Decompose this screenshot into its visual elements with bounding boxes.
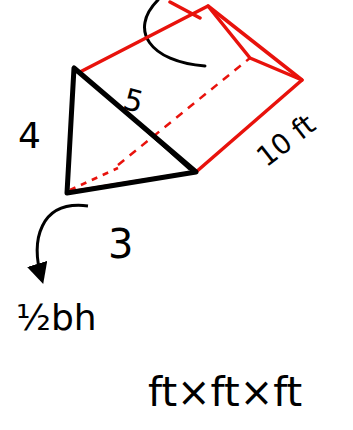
unit-product: ft×ft×ft <box>148 372 302 412</box>
triangle-face <box>67 68 196 193</box>
hidden-edge <box>118 58 250 165</box>
pointer-arrow <box>37 205 88 280</box>
side-length: 4 <box>18 118 41 154</box>
side-length: 3 <box>108 224 133 264</box>
length-dimension: 10 ft <box>252 110 320 172</box>
triangle-edge <box>80 72 190 170</box>
area-formula: ½bh <box>16 300 97 336</box>
side-length: 5 <box>120 84 146 118</box>
